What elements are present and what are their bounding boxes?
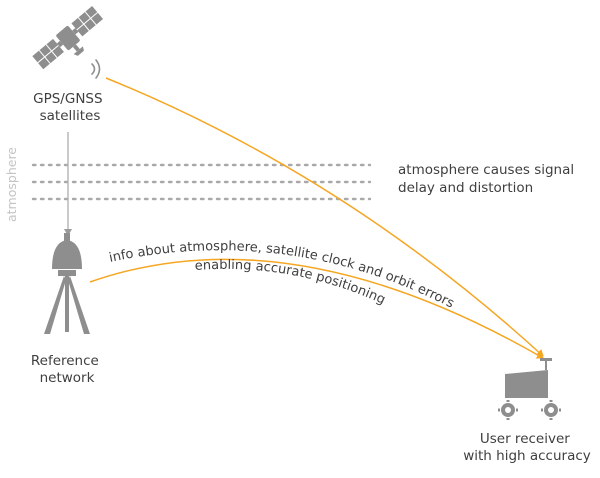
satellite-icon [32, 6, 104, 70]
satellite-signal-path [105, 77, 544, 357]
rover-wheel-right [541, 400, 561, 420]
signal-waves-icon [91, 59, 101, 79]
atmosphere-note-line1: atmosphere causes signal [398, 162, 574, 178]
atmosphere-note: atmosphere causes signal delay and disto… [398, 162, 578, 196]
atmosphere-note-line2: delay and distortion [398, 180, 533, 196]
user-receiver-label: User receiver with high accuracy [463, 431, 591, 464]
rover-wheel-left [498, 400, 518, 420]
reference-network-label-line2: network [40, 370, 95, 386]
satellites-label-line2: satellites [40, 108, 101, 124]
rover-icon [498, 358, 561, 420]
satellites-label-line1: GPS/GNSS [33, 91, 102, 107]
satellites-label: GPS/GNSS satellites [33, 91, 107, 124]
user-receiver-label-line2: with high accuracy [463, 448, 591, 464]
reference-network-label: Reference network [31, 353, 103, 386]
reference-network-label-line1: Reference [31, 353, 99, 369]
atmosphere-layers [31, 163, 372, 201]
reference-station-icon [44, 233, 90, 334]
correction-signal-path [89, 258, 544, 359]
atmosphere-vertical-label: atmosphere [4, 147, 19, 222]
user-receiver-label-line1: User receiver [480, 431, 570, 447]
